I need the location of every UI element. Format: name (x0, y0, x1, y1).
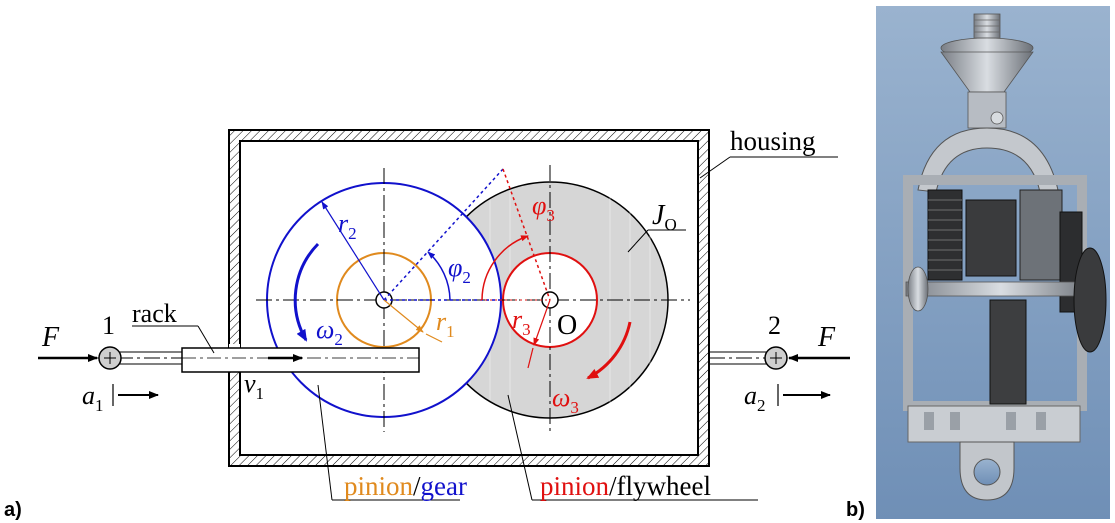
phi3-label: φ3 (532, 191, 555, 225)
point-2-label: 2 (768, 311, 781, 340)
r1-dimension-arrow (425, 333, 443, 343)
pinion-gear-label: pinion/gear (344, 471, 467, 501)
F-right-label: F (817, 322, 836, 353)
joint-2 (764, 346, 788, 370)
a1-indicator (112, 384, 159, 406)
housing-leader (699, 156, 838, 179)
omega3-label: ω3 (552, 383, 579, 417)
a1-label: a1 (82, 381, 104, 415)
joint-1 (98, 346, 122, 370)
phi3-construction (480, 168, 551, 301)
r2-label: r2 (338, 209, 357, 243)
F-left-label: F (41, 322, 60, 353)
r1-label: r1 (436, 307, 455, 341)
r2-radius (321, 201, 385, 301)
v1-label: v1 (244, 369, 264, 403)
panel-a-label: a) (4, 499, 22, 521)
a2-label: a2 (744, 381, 766, 415)
omega3-arrow (586, 321, 632, 380)
left-shaft (110, 351, 182, 365)
housing-label: housing (730, 126, 816, 156)
gear-leader (317, 384, 460, 501)
r3-radius (533, 299, 551, 346)
J-leader (627, 229, 686, 253)
r1-radius (383, 299, 424, 333)
panel-b-label: b) (846, 499, 865, 521)
r3-dimension-arrow (527, 347, 534, 369)
rack-label: rack (132, 299, 177, 328)
a2-indicator (777, 384, 831, 406)
omega2-label: ω2 (316, 315, 343, 349)
r3-label: r3 (512, 305, 531, 339)
rack-leader (197, 325, 215, 354)
flywheel-leader (507, 394, 758, 501)
J-label: JO (652, 200, 677, 234)
phi2-label: φ2 (448, 253, 471, 287)
prototype-photo (876, 6, 1110, 519)
omega2-arrow (293, 242, 320, 342)
pinion-flywheel-label: pinion/flywheel (540, 471, 711, 501)
point-1-label: 1 (102, 311, 115, 340)
O-label: O (557, 310, 577, 341)
right-shaft (709, 351, 776, 365)
phi2-construction (383, 168, 504, 301)
